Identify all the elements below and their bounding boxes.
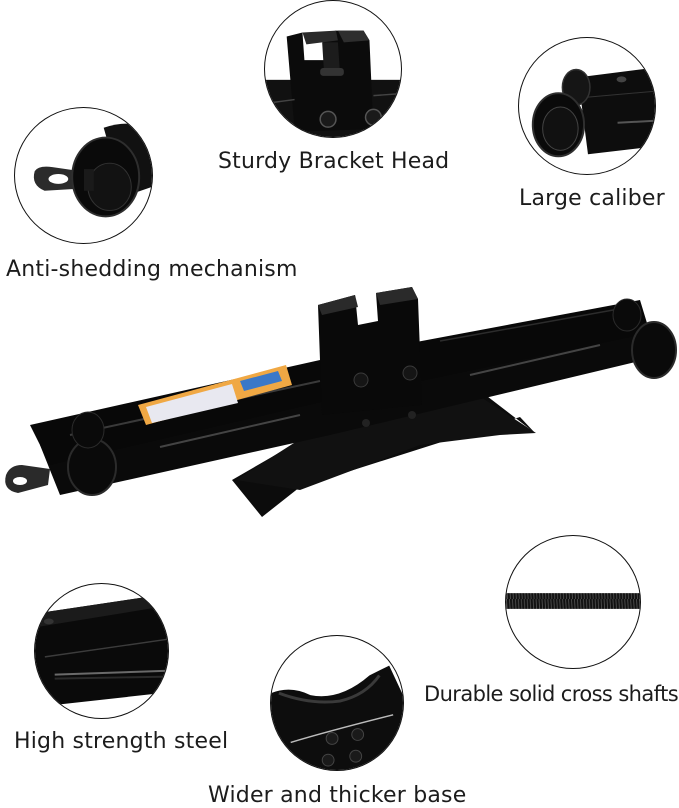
large-caliber-label: Large caliber: [519, 186, 665, 211]
anti-shedding-closeup: [14, 107, 153, 244]
high-strength-steel-label: High strength steel: [14, 729, 229, 754]
scissor-jack-image: [5, 287, 677, 517]
bracket-head-image: [265, 30, 401, 137]
anti-shedding-image: [33, 123, 152, 218]
large-caliber-image: [531, 67, 655, 158]
high-strength-steel-image: [35, 593, 168, 708]
bracket-head-closeup: [264, 0, 402, 138]
base-label: Wider and thicker base: [208, 783, 467, 808]
cross-shafts-label: Durable solid cross shafts: [424, 682, 679, 706]
base-image: [271, 665, 403, 770]
bracket-head-label: Sturdy Bracket Head: [218, 149, 450, 174]
cross-shafts-image: [506, 593, 640, 609]
anti-shedding-label: Anti-shedding mechanism: [6, 257, 298, 282]
high-strength-steel-closeup: [34, 583, 169, 719]
base-closeup: [270, 635, 404, 771]
large-caliber-closeup: [518, 37, 656, 175]
cross-shafts-closeup: [505, 535, 641, 669]
